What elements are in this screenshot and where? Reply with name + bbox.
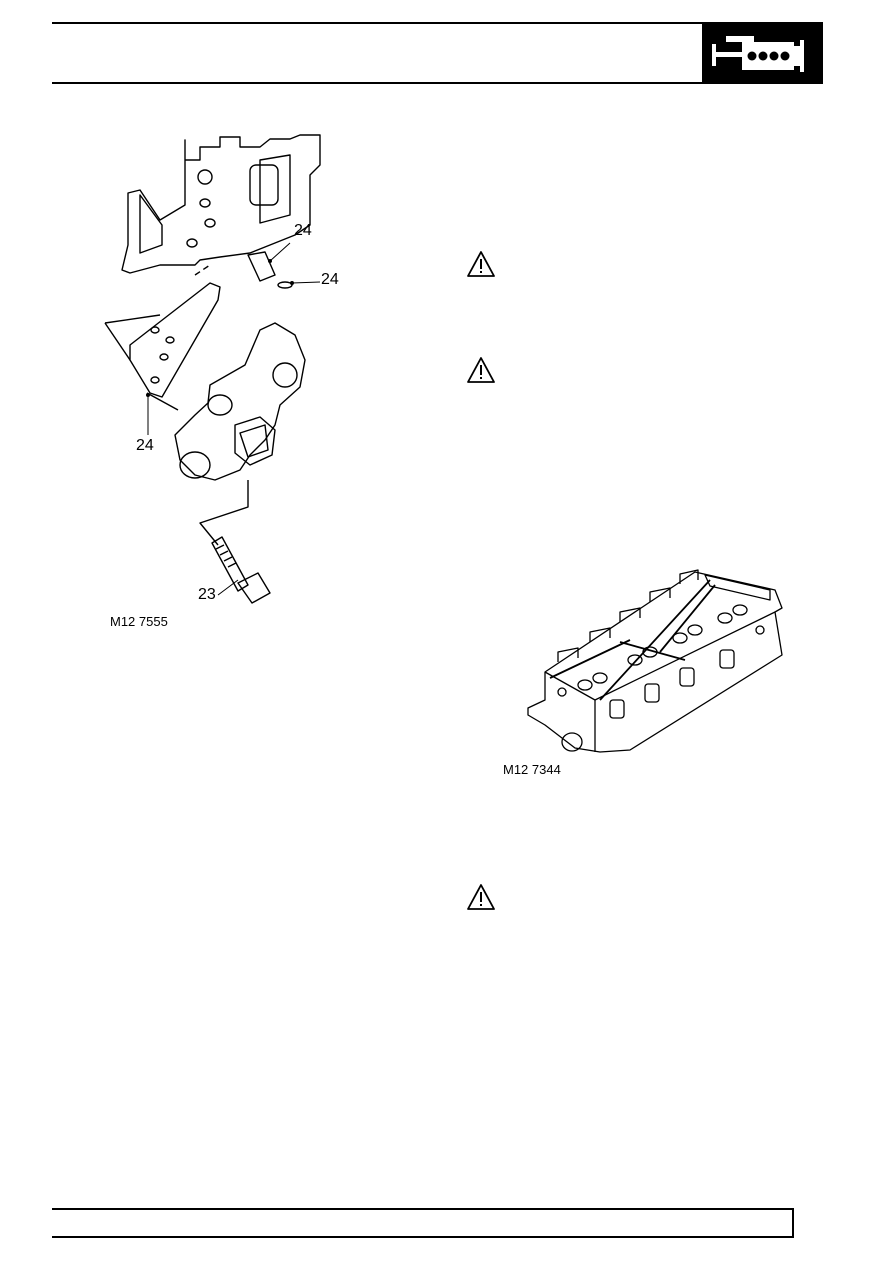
callout-24-plate: 24 <box>136 437 154 454</box>
header-bottom-rule <box>52 82 702 84</box>
engine-icon <box>712 36 804 72</box>
footer-bar <box>52 1208 794 1238</box>
callout-23-bolt: 23 <box>198 586 216 603</box>
header-top-rule <box>52 22 823 24</box>
bracket-assembly-illustration <box>104 134 321 604</box>
cylinder-head-illustration <box>527 569 783 753</box>
callout-24-clip: 24 <box>321 271 339 288</box>
warning-triangle-icon <box>467 357 495 383</box>
callout-24-dowel: 24 <box>294 222 312 239</box>
figure-id-left: M12 7555 <box>110 614 168 629</box>
warning-triangle-icon <box>467 884 495 910</box>
section-tab[interactable] <box>702 22 823 84</box>
warning-triangle-icon <box>467 251 495 277</box>
figure-id-right: M12 7344 <box>503 762 561 777</box>
